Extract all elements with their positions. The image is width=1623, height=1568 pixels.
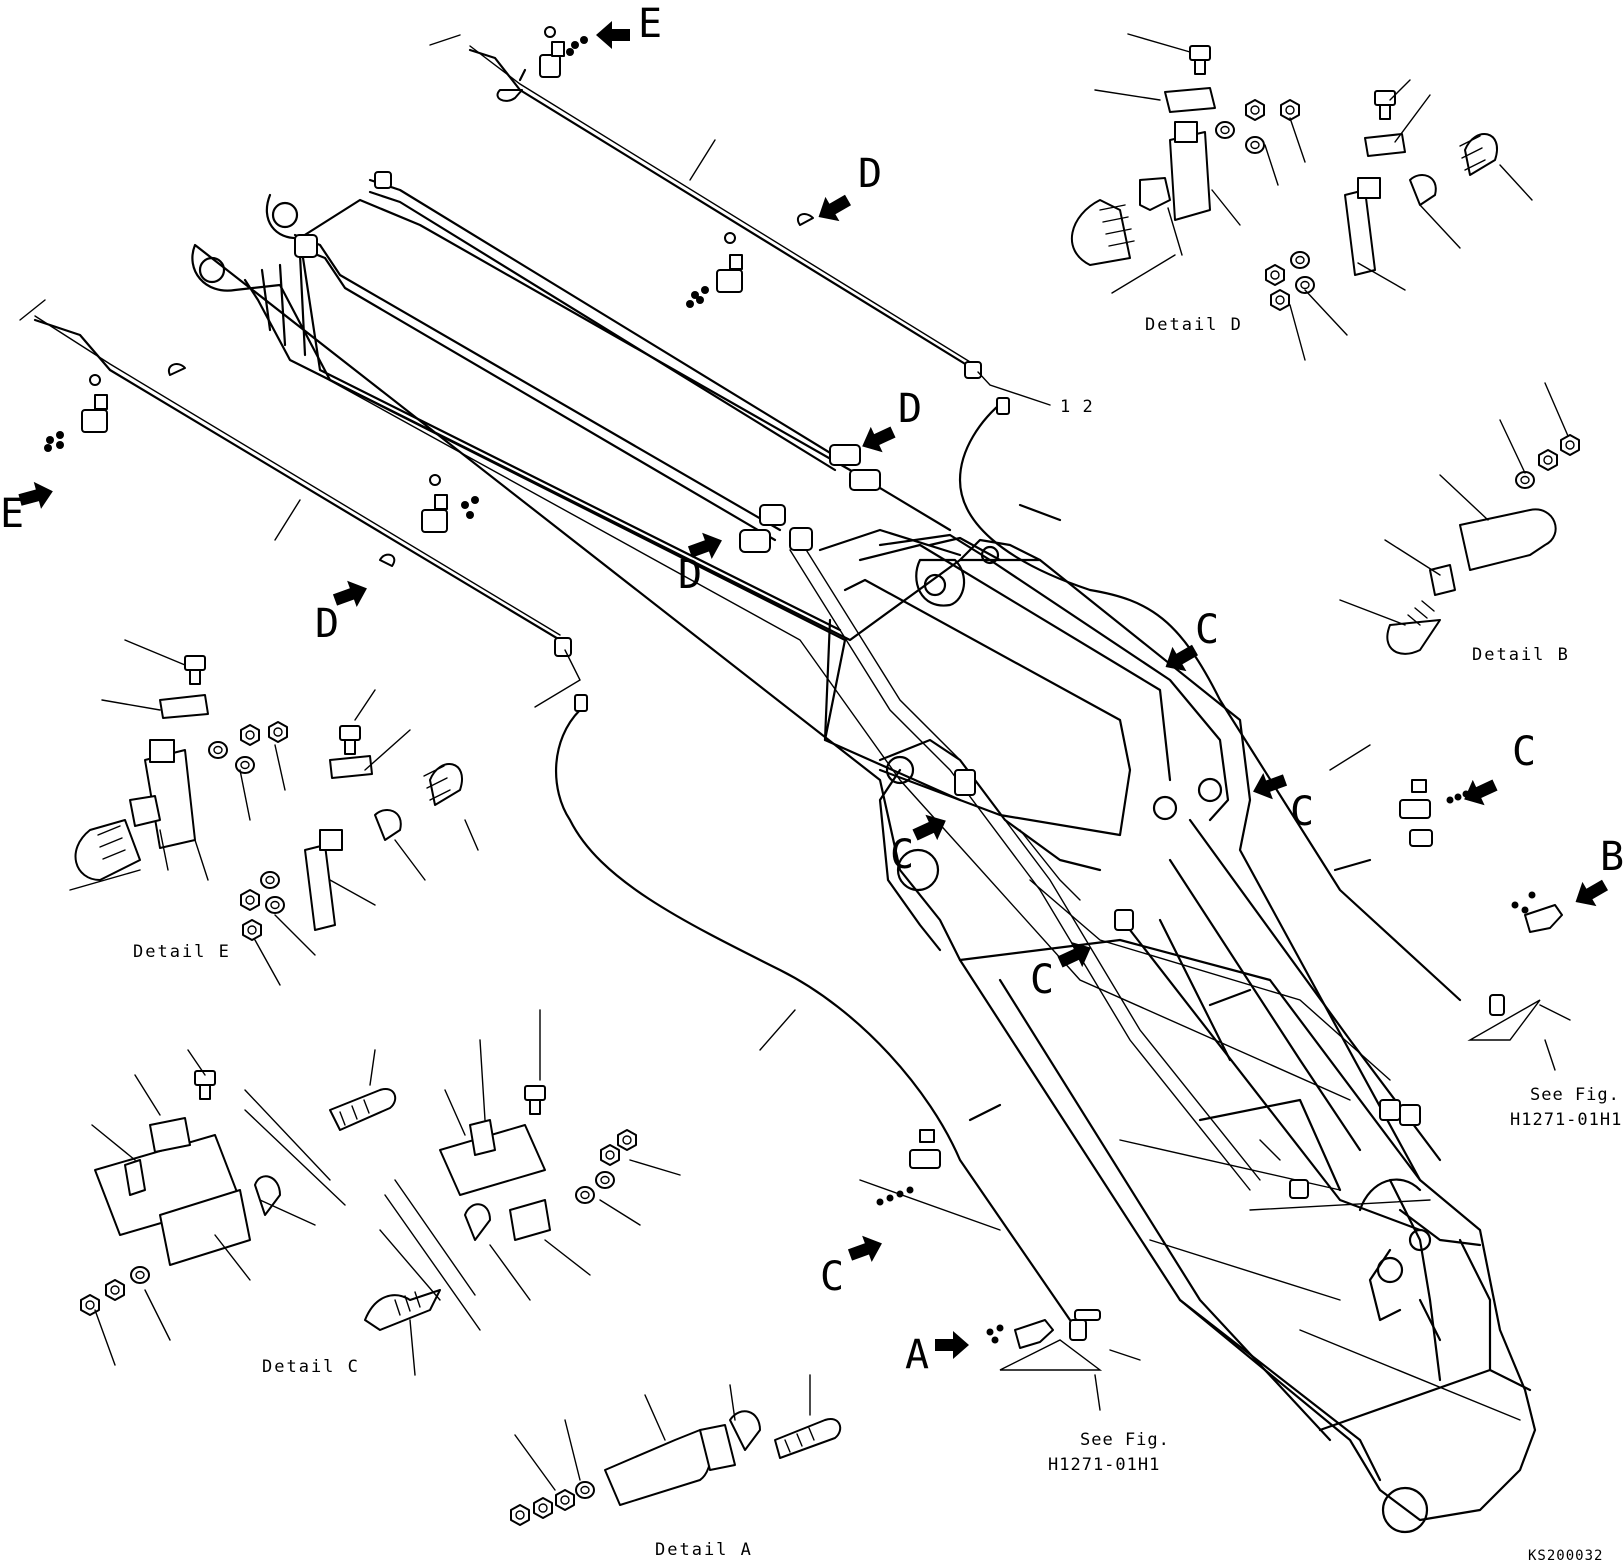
see-fig-bottom-line2: H1271-01H1 (1048, 1455, 1160, 1475)
callout-e-top: E (638, 1, 662, 47)
callout-c-5: C (1512, 729, 1536, 775)
callout-b: B (1600, 834, 1623, 880)
see-fig-right-line1: See Fig. (1530, 1085, 1620, 1105)
arrow-c-6 (845, 1230, 887, 1269)
detail-e-title: Detail E (133, 942, 231, 962)
callout-arrows (16, 21, 1612, 1359)
arrow-d-right (856, 419, 899, 460)
callout-c-4: C (1030, 957, 1054, 1003)
boom-clamps (294, 171, 1401, 1199)
arrow-a (935, 1331, 969, 1359)
callout-d-right: D (898, 386, 922, 432)
detail-b-illustration (1339, 382, 1580, 655)
arrow-d-top (811, 187, 855, 230)
callout-d-top: D (858, 151, 882, 197)
detail-e-illustration (69, 639, 479, 986)
detail-d-illustration (1071, 33, 1533, 361)
arrow-c-4 (1054, 934, 1097, 975)
callout-c-3: C (890, 832, 914, 878)
arrow-e-top (596, 21, 630, 49)
detail-b-title: Detail B (1472, 645, 1570, 665)
detail-a-illustration (510, 1374, 842, 1526)
labels: 1 2 Detail D Detail B Detail E Detail C … (133, 315, 1622, 1564)
detail-c-title: Detail C (262, 1357, 360, 1377)
callout-letters: E D D D D E C C C B C C C A (0, 1, 1623, 1378)
callout-d-mid: D (678, 552, 702, 598)
leader-lines (19, 34, 1571, 1411)
callout-c-6: C (820, 1254, 844, 1300)
callout-c-2: C (1290, 789, 1314, 835)
hydraulic-lines (33, 45, 1462, 1322)
see-fig-right-line2: H1271-01H1 (1510, 1110, 1622, 1130)
callout-a: A (905, 1332, 929, 1378)
callout-e-left: E (0, 491, 24, 537)
see-fig-bottom-line1: See Fig. (1080, 1430, 1170, 1450)
detail-c-illustration (80, 1009, 681, 1376)
detail-a-title: Detail A (655, 1540, 753, 1560)
boom-structure (191, 193, 1537, 1534)
detail-d-title: Detail D (1145, 315, 1243, 335)
callout-c-1: C (1195, 607, 1219, 653)
part-number-label: 1 2 (1060, 397, 1094, 417)
callout-d-left: D (315, 601, 339, 647)
drawing-code: KS200032 (1528, 1548, 1603, 1564)
